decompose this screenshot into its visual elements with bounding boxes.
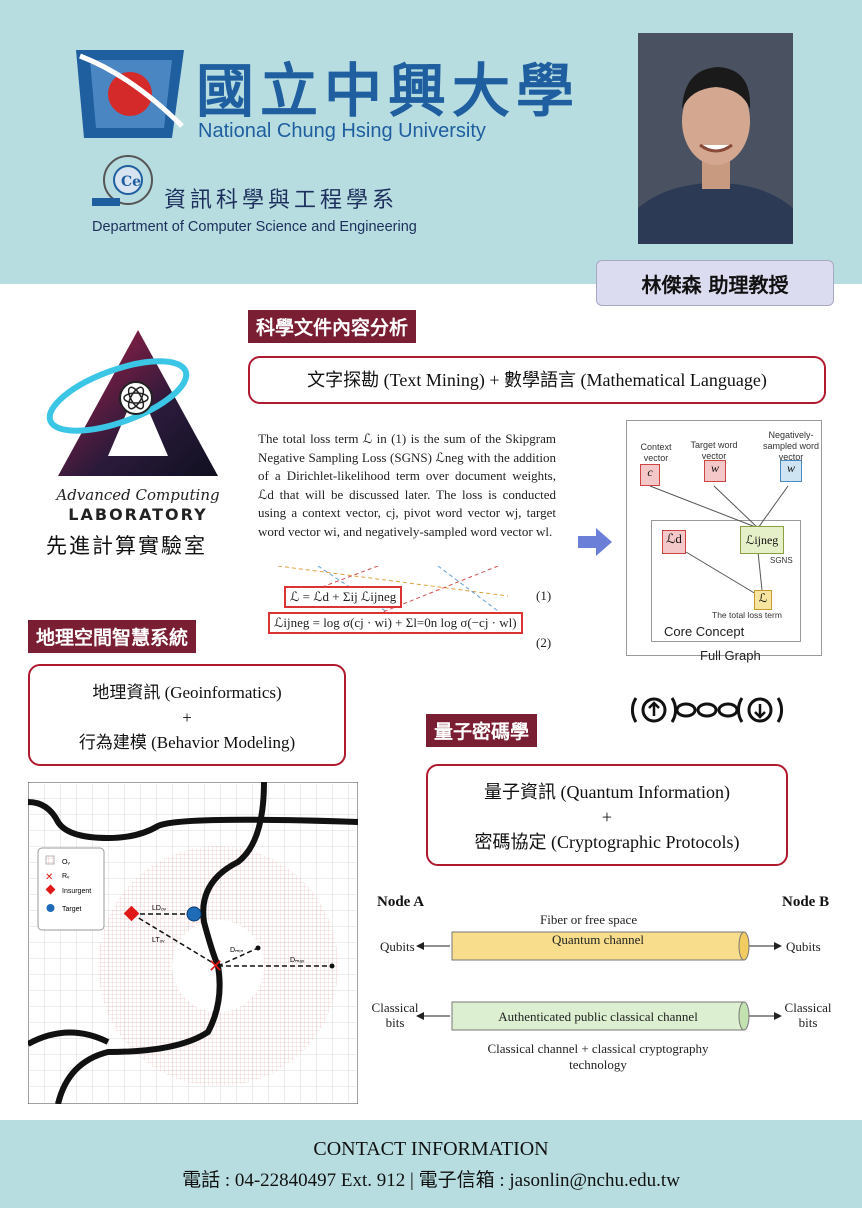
graph-node-total: ℒ: [754, 590, 772, 610]
section-title-text-mining: 科學文件內容分析: [248, 310, 417, 343]
core-concept-frame: [651, 520, 801, 642]
graph-total-label: The total loss term: [712, 610, 782, 620]
lab-logo-line1: Advanced Computing: [54, 486, 219, 504]
classical-caption: Classical channel + classical cryptograp…: [487, 1041, 709, 1072]
map-legend-rv: Rᵥ: [62, 873, 70, 880]
lab-logo-line2: LABORATORY: [68, 505, 207, 524]
svg-text:✕: ✕: [208, 956, 223, 977]
map-legend-target: Target: [62, 906, 82, 913]
arrow-right-icon: [578, 528, 612, 556]
graph-node-target: w: [704, 460, 726, 482]
section-title-quantum: 量子密碼學: [426, 714, 538, 747]
map-label-dmin: Dₘᵢₙ: [230, 947, 244, 954]
text-mining-dashed-links: [277, 566, 519, 627]
department-name-zh: 資訊科學與工程學系: [164, 188, 399, 213]
quantum-channel-label: Quantum channel: [551, 932, 645, 947]
equation-1: ℒ = ℒd + Σij ℒijneg: [284, 586, 403, 608]
topic-box-text-mining: 文字探勘 (Text Mining) + 數學語言 (Mathematical …: [248, 356, 826, 404]
entangled-qubits-icon: [631, 697, 783, 723]
professor-name-badge: 林傑森 助理教授: [596, 260, 834, 306]
map-label-dmax: Dₘₐₓ: [290, 957, 305, 964]
graph-node-lneg: ℒijneg: [740, 526, 784, 554]
geo-line-2: 行為建模 (Behavior Modeling): [78, 733, 296, 752]
topic-box-quantum: 量子資訊 (Quantum Information) + 密碼協定 (Crypt…: [426, 764, 788, 866]
equation-2-number: (2): [536, 635, 552, 650]
qubits-right-label: Qubits: [786, 939, 821, 954]
geo-plus: +: [182, 708, 192, 727]
equation-1-number: (1): [536, 588, 552, 603]
university-logo: [76, 50, 184, 138]
classical-bits-right-label: Classical bits: [784, 1000, 832, 1030]
classical-bits-left-label: Classical bits: [371, 1000, 419, 1030]
graph-node-negative: w: [780, 460, 802, 482]
quantum-line-1: 量子資訊 (Quantum Information): [484, 782, 730, 802]
graph-negative-label: Negatively-sampled word vector: [762, 430, 820, 462]
graph-context-label: Context vector: [640, 442, 672, 463]
quantum-line-2: 密碼協定 (Cryptographic Protocols): [474, 832, 740, 852]
equation-2: ℒijneg = log σ(cj · wi) + Σl=0n log σ(−c…: [268, 612, 523, 634]
fiber-label: Fiber or free space: [540, 912, 638, 927]
university-name-en: National Chung Hsing University: [198, 120, 486, 142]
graph-target-label: Target word vector: [690, 440, 738, 461]
svg-text:✕: ✕: [45, 872, 53, 883]
svg-text:Ce: Ce: [121, 174, 141, 190]
professor-photo: [638, 33, 793, 244]
university-name-zh: 國立中興大學: [196, 57, 581, 125]
text-mining-paragraph: The total loss term ℒ in (1) is the sum …: [258, 431, 556, 539]
geo-line-1: 地理資訊 (Geoinformatics): [92, 683, 282, 702]
footer-band: [0, 1120, 862, 1208]
section-title-geo: 地理空間智慧系統: [28, 620, 197, 653]
graph-node-ld: ℒd: [662, 530, 686, 554]
map-label-lt: LTₒᵥ: [152, 937, 165, 944]
map-label-ld: LDₒᵥ: [152, 905, 167, 912]
full-graph-frame: [626, 420, 822, 656]
contact-details: 電話 : 04-22840497 Ext. 912 | 電子信箱 : jason…: [182, 1170, 680, 1191]
department-name-en: Department of Computer Science and Engin…: [92, 219, 417, 235]
graph-core-label: Core Concept: [664, 624, 745, 639]
qubits-left-label: Qubits: [380, 939, 415, 954]
lab-name-zh: 先進計算實驗室: [46, 534, 207, 558]
classical-channel-label: Authenticated public classical channel: [498, 1009, 698, 1024]
topic-box-geo: 地理資訊 (Geoinformatics) + 行為建模 (Behavior M…: [28, 664, 346, 766]
geo-map-figure: ✕ LDₒᵥ LTₒᵥ Dₘᵢₙ Dₘₐₓ Oᵥ ✕ Rᵥ Insurgent …: [28, 782, 358, 1104]
graph-node-context: c: [640, 464, 660, 486]
department-logo: Ce: [92, 155, 153, 206]
node-b-label: Node B: [782, 894, 830, 910]
lab-logo: Advanced Computing LABORATORY: [46, 330, 220, 524]
map-legend-insurgent: Insurgent: [62, 888, 91, 895]
quantum-channel-diagram: [416, 931, 782, 1031]
contact-title: CONTACT INFORMATION: [313, 1138, 549, 1160]
graph-full-label: Full Graph: [700, 648, 761, 663]
quantum-plus: +: [601, 807, 613, 827]
node-a-label: Node A: [377, 894, 425, 910]
graph-edges: [649, 485, 789, 595]
graph-sgns-label: SGNS: [770, 556, 793, 565]
map-legend-ov: Oᵥ: [62, 859, 70, 866]
